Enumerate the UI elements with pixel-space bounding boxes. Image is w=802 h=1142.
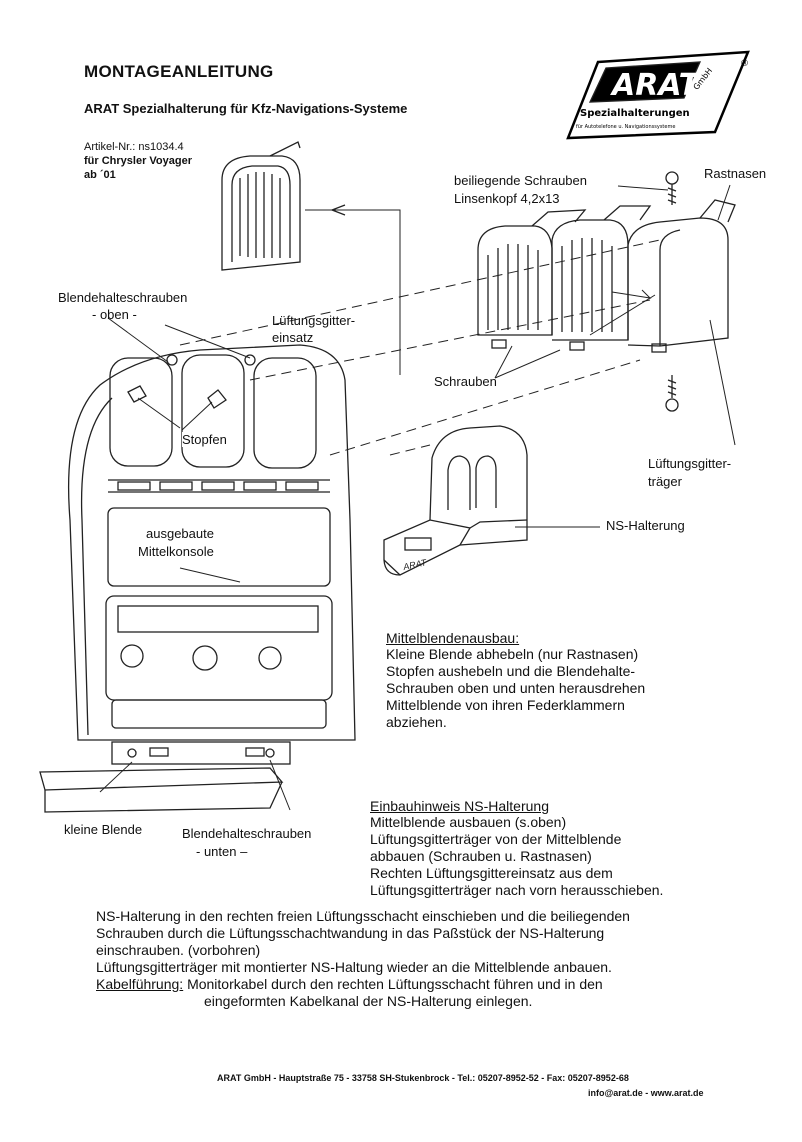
section-line: Stopfen aushebeln und die Blendehalte- [386, 663, 636, 679]
screw-top [665, 171, 679, 205]
assembly-guide-lines [179, 239, 661, 456]
label-traeger: träger [648, 474, 682, 489]
kabelfuehrung-line: Kabelführung: Monitorkabel durch den rec… [96, 976, 630, 993]
label-beiliegende-schrauben: beiliegende Schrauben [454, 173, 587, 188]
section-line: Lüftungsgitterträger nach vorn heraussch… [370, 882, 664, 898]
label-einsatz: einsatz [272, 330, 314, 345]
label-stopfen: Stopfen [182, 432, 227, 447]
kabelfuehrung-line-2: eingeformten Kabelkanal der NS-Halterung… [204, 993, 533, 1009]
document-title: MONTAGEANLEITUNG [84, 62, 274, 81]
section-line: Mittelblende von ihren Federklammern [386, 697, 625, 713]
label-blendehalteschrauben-oben: Blendehalteschrauben [58, 290, 188, 305]
logo-subline: für Autotelefone u. Navigationssysteme [576, 124, 675, 130]
section-title: Einbauhinweis NS-Halterung [370, 798, 549, 814]
instruction-line: NS-Halterung in den rechten freien Lüftu… [96, 908, 630, 924]
arat-logo [566, 50, 750, 140]
vent-grill-group [477, 199, 736, 353]
small-cover-plate [39, 767, 284, 813]
ns-bracket [383, 425, 528, 576]
section-line: Mittelblende ausbauen (s.oben) [370, 814, 567, 830]
logo-tagline: Spezialhalterungen [580, 108, 690, 119]
footer-address: ARAT GmbH - Hauptstraße 75 - 33758 SH-St… [217, 1073, 629, 1083]
vehicle-year: ab ´01 [84, 169, 116, 181]
label-linsenkopf: Linsenkopf 4,2x13 [454, 191, 560, 206]
section-line: abbauen (Schrauben u. Rastnasen) [370, 848, 592, 864]
footer-contact: info@arat.de - www.arat.de [588, 1088, 704, 1098]
single-vent-grill [221, 141, 301, 271]
screw-bottom [665, 375, 679, 412]
label-ausgebaute: ausgebaute [146, 526, 214, 541]
section-line: Rechten Lüftungsgittereinsatz aus dem [370, 865, 613, 881]
label-lueftungsgittertraeger: Lüftungsgitter- [648, 456, 732, 471]
label-rastnasen: Rastnasen [704, 166, 767, 181]
label-blendehalteschrauben-unten: Blendehalteschrauben [182, 826, 312, 841]
instruction-line: einschrauben. (vorbohren) [96, 942, 261, 958]
section-line: Schrauben oben und unten herausdrehen [386, 680, 646, 696]
section-title: Mittelblendenausbau: [386, 630, 520, 646]
logo-registered: ® [740, 59, 749, 69]
label-kleine-blende: kleine Blende [64, 822, 143, 837]
label-ns-halterung: NS-Halterung [606, 518, 685, 533]
bracket-stamp: ARAT [401, 557, 428, 572]
section-line: Kleine Blende abhebeln (nur Rastnasen) [386, 646, 639, 662]
article-info: Artikel-Nr.: ns1034.4 für Chrysler Voyag… [84, 140, 192, 182]
label-oben: - oben - [92, 307, 137, 322]
instruction-line: Lüftungsgitterträger mit montierter NS-H… [96, 959, 612, 975]
kabelfuehrung-text: Monitorkabel durch den rechten Lüftungss… [183, 976, 603, 992]
article-number: Artikel-Nr.: ns1034.4 [84, 141, 184, 153]
section-line: Lüftungsgitterträger von der Mittelblend… [370, 831, 622, 847]
vehicle-model: für Chrysler Voyager [84, 155, 193, 167]
label-lueftungsgittereinsatz: Lüftungsgitter- [272, 313, 356, 328]
kabelfuehrung-label: Kabelführung: [96, 976, 184, 992]
label-unten: - unten – [196, 844, 248, 859]
section-mittelblendenausbau: Mittelblendenausbau: Kleine Blende abheb… [386, 630, 645, 731]
logo-wordmark: ARAT [610, 68, 702, 103]
label-mittelkonsole: Mittelkonsole [138, 544, 214, 559]
section-line: abziehen. [386, 714, 447, 730]
installation-instructions: NS-Halterung in den rechten freien Lüftu… [96, 908, 630, 1010]
center-console [67, 344, 356, 765]
instruction-line: Schrauben durch die Lüftungsschachtwandu… [96, 925, 605, 941]
label-schrauben: Schrauben [434, 374, 497, 389]
section-einbauhinweis: Einbauhinweis NS-Halterung Mittelblende … [370, 798, 663, 899]
document-subtitle: ARAT Spezialhalterung für Kfz-Navigation… [84, 101, 408, 116]
